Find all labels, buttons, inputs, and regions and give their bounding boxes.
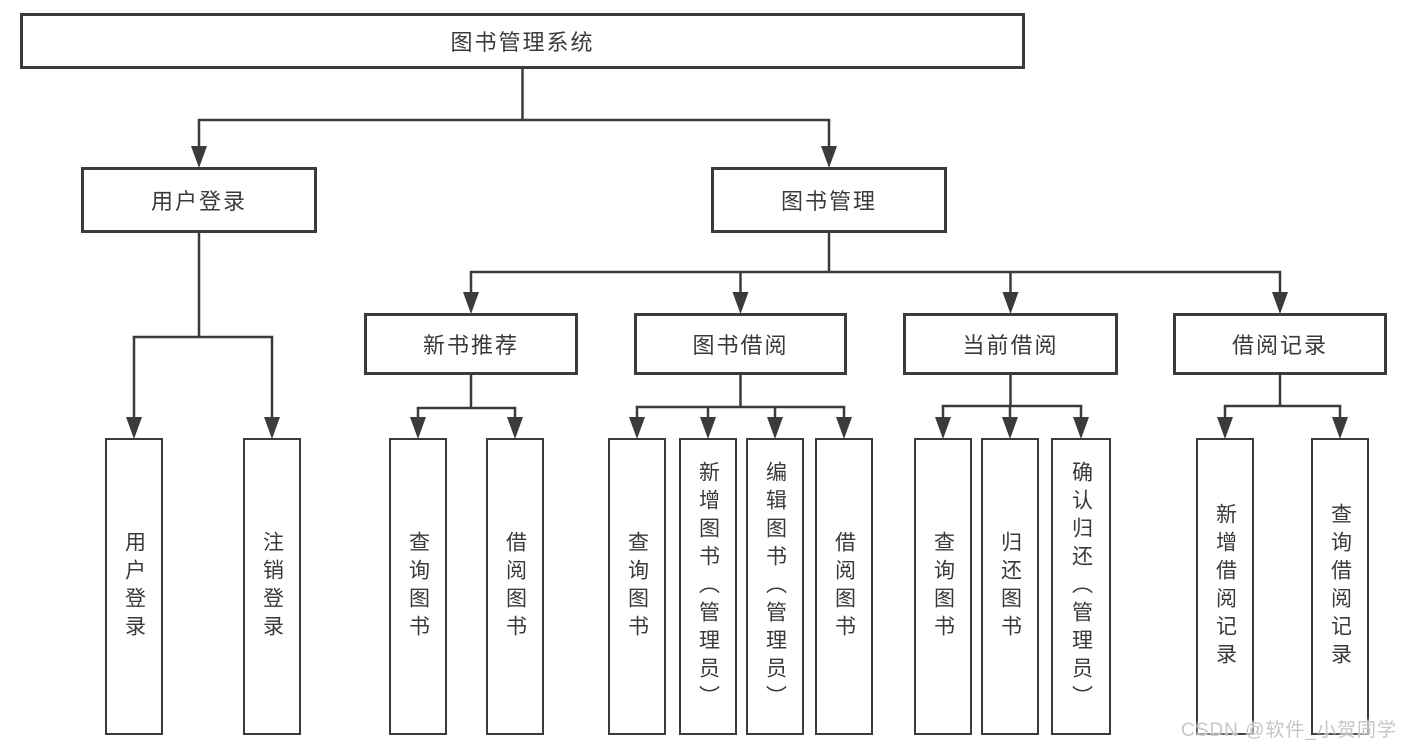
node-label: 查询借阅记录 <box>1328 502 1352 671</box>
node-label: 借阅图书 <box>503 530 527 643</box>
node-label: 新书推荐 <box>422 333 519 358</box>
node-book-borrow: 图书借阅 <box>634 313 847 375</box>
node-br-query-record: 查询借阅记录 <box>1311 438 1369 735</box>
node-label: 查询图书 <box>406 530 430 643</box>
node-label: 查询图书 <box>931 530 955 643</box>
node-new-book-rec: 新书推荐 <box>364 313 578 375</box>
node-label: 归还图书 <box>998 530 1022 643</box>
node-cb-return-book: 归还图书 <box>981 438 1039 735</box>
watermark-text: CSDN @软件_小贺同学 <box>1181 720 1397 741</box>
node-label: 用户登录 <box>122 530 146 643</box>
node-current-borrow: 当前借阅 <box>903 313 1118 375</box>
node-rec-borrow-book: 借阅图书 <box>486 438 544 735</box>
node-label: 借阅图书 <box>832 530 856 643</box>
node-cb-confirm-return: 确认归还（管理员） <box>1051 438 1111 735</box>
node-bb-query-book: 查询图书 <box>608 438 666 735</box>
node-label: 新增图书（管理员） <box>696 460 720 713</box>
node-label: 图书借阅 <box>692 333 789 358</box>
node-bb-add-book: 新增图书（管理员） <box>679 438 737 735</box>
node-label: 借阅记录 <box>1231 333 1328 358</box>
node-label: 编辑图书（管理员） <box>763 460 787 713</box>
node-label: 新增借阅记录 <box>1213 502 1237 671</box>
node-book-mgmt: 图书管理 <box>711 167 947 233</box>
node-label: 图书管理系统 <box>450 30 595 55</box>
node-root: 图书管理系统 <box>20 13 1025 69</box>
node-label: 当前借阅 <box>962 333 1059 358</box>
node-label: 注销登录 <box>260 530 284 643</box>
node-user-login: 用户登录 <box>81 167 317 233</box>
node-borrow-records: 借阅记录 <box>1173 313 1387 375</box>
node-logout: 注销登录 <box>243 438 301 735</box>
node-bb-edit-book: 编辑图书（管理员） <box>746 438 804 735</box>
node-bb-borrow-book: 借阅图书 <box>815 438 873 735</box>
node-br-add-record: 新增借阅记录 <box>1196 438 1254 735</box>
node-label: 确认归还（管理员） <box>1069 460 1093 713</box>
node-label: 图书管理 <box>780 189 877 214</box>
node-cb-query-book: 查询图书 <box>914 438 972 735</box>
node-rec-query-book: 查询图书 <box>389 438 447 735</box>
node-login: 用户登录 <box>105 438 163 735</box>
node-label: 用户登录 <box>150 189 247 214</box>
node-label: 查询图书 <box>625 530 649 643</box>
